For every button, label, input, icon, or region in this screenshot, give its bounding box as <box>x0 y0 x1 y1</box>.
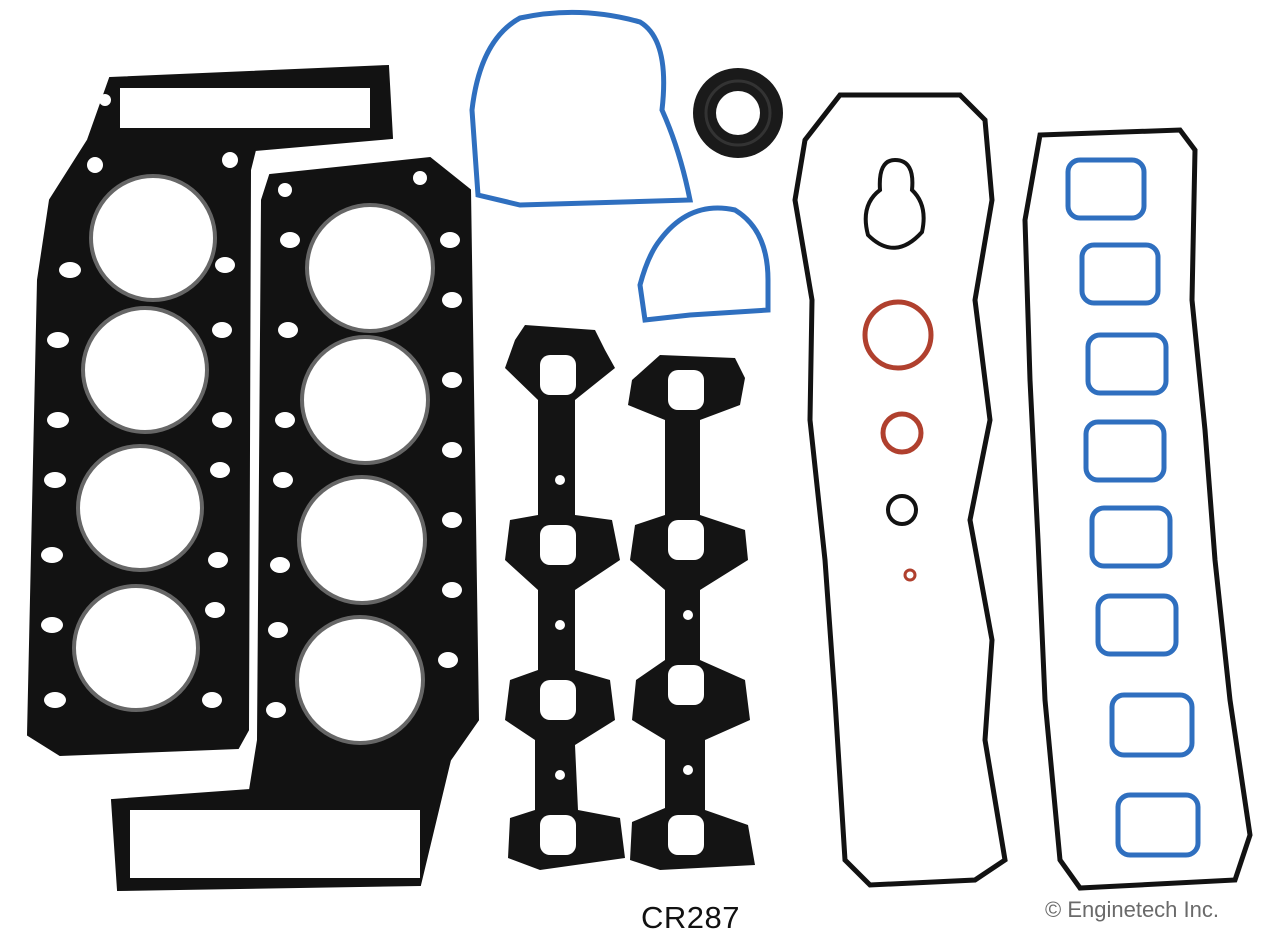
valve-cover-gasket <box>792 92 1008 888</box>
cylinder-head-gasket-right <box>110 156 480 892</box>
crankshaft-seal <box>693 68 783 158</box>
cylinder-head-gasket-left <box>26 64 394 757</box>
exhaust-manifold-gasket-left <box>505 325 625 870</box>
o-ring-set <box>862 157 934 582</box>
copyright-label: © Enginetech Inc. <box>1045 897 1219 922</box>
part-code-label: CR287 <box>641 900 740 935</box>
intake-manifold-gasket <box>1022 127 1253 891</box>
timing-cover-gasket <box>469 9 694 208</box>
exhaust-manifold-gasket-right <box>628 355 755 870</box>
water-outlet-gasket <box>637 205 771 323</box>
